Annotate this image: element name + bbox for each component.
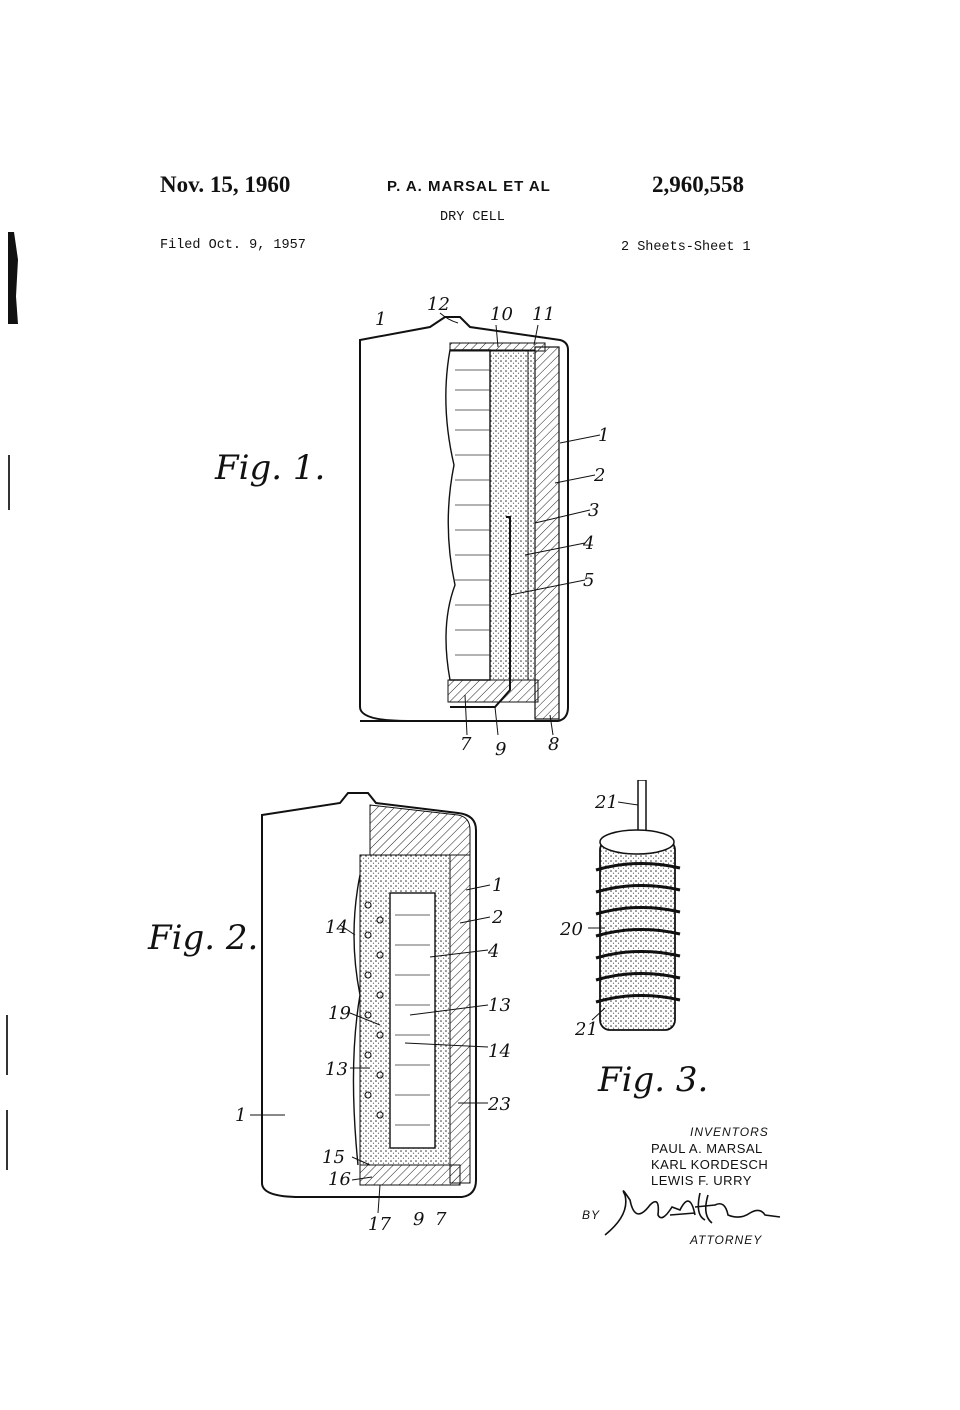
- fig2-ref-7: 7: [435, 1209, 447, 1230]
- inventor-name: LEWIS F. URRY: [651, 1173, 752, 1188]
- fig2-label: Fig. 2.: [148, 918, 259, 958]
- fig1-ref-3: 3: [588, 500, 599, 521]
- fig2-ref-1b: 1: [235, 1105, 246, 1126]
- fig2-ref-2: 2: [491, 907, 503, 928]
- fig1-label: Fig. 1.: [215, 448, 326, 488]
- fig1-ref-10: 10: [490, 304, 513, 325]
- attorney-label: ATTORNEY: [690, 1233, 763, 1247]
- fig3-drawing: 21 20 21: [560, 780, 681, 1040]
- fig2-ref-9: 9: [413, 1209, 424, 1230]
- scan-artifact: [6, 1110, 8, 1170]
- fig3-ref-21: 21: [594, 792, 618, 813]
- sheet-info: 2 Sheets-Sheet 1: [621, 240, 751, 255]
- fig1-ref-2: 2: [593, 465, 605, 486]
- patent-number: 2,960,558: [652, 172, 744, 197]
- inventors-heading: INVENTORS: [690, 1125, 769, 1139]
- inventor-line: P. A. MARSAL ET AL: [387, 178, 551, 195]
- fig2-ref-14: 14: [325, 917, 348, 938]
- inventor-name: PAUL A. MARSAL: [651, 1141, 763, 1156]
- scan-artifact: [8, 455, 10, 510]
- fig2-ref-13b: 13: [325, 1059, 348, 1080]
- fig1-ref-4: 4: [582, 533, 594, 554]
- fig2-ref-17: 17: [368, 1214, 391, 1235]
- fig1-drawing: 1 12 10 11 1 2 3 4 5 7 9 8: [359, 295, 609, 760]
- fig1-ref-12: 12: [427, 295, 450, 315]
- fig1-ref-7: 7: [460, 734, 472, 755]
- fig1-ref-1b: 1: [598, 425, 609, 446]
- fig2-ref-15: 15: [322, 1147, 345, 1168]
- by-label: BY: [582, 1208, 601, 1222]
- fig3-label: Fig. 3.: [598, 1060, 709, 1100]
- attorney-signature: [604, 1190, 781, 1236]
- inventor-names: PAUL A. MARSAL KARL KORDESCH LEWIS F. UR…: [651, 1141, 768, 1189]
- patent-date: Nov. 15, 1960: [160, 172, 291, 197]
- inventor-name: KARL KORDESCH: [651, 1157, 769, 1172]
- scan-artifact: [6, 1015, 8, 1075]
- fig2-ref-13: 13: [488, 995, 511, 1016]
- fig2-ref-1: 1: [492, 875, 503, 896]
- fig2-ref-16: 16: [328, 1169, 351, 1190]
- patent-title: DRY CELL: [440, 210, 505, 225]
- fig2-ref-23: 23: [487, 1094, 511, 1115]
- fig2-drawing: 1 2 4 14 19 13 13 14 23 1 15 16 17 9 7: [235, 792, 511, 1235]
- scan-artifact: [8, 232, 18, 324]
- fig1-ref-11: 11: [532, 304, 555, 325]
- fig2-ref-4: 4: [487, 941, 499, 962]
- fig3-ref-21b: 21: [574, 1019, 598, 1040]
- filed-date: Filed Oct. 9, 1957: [160, 238, 306, 253]
- fig1-ref-1: 1: [375, 309, 386, 330]
- fig3-ref-20: 20: [560, 919, 583, 940]
- fig1-ref-8: 8: [548, 734, 559, 755]
- fig1-ref-9: 9: [495, 739, 506, 760]
- fig2-ref-19: 19: [328, 1003, 351, 1024]
- fig1-ref-5: 5: [583, 570, 594, 591]
- fig2-ref-14b: 14: [488, 1041, 511, 1062]
